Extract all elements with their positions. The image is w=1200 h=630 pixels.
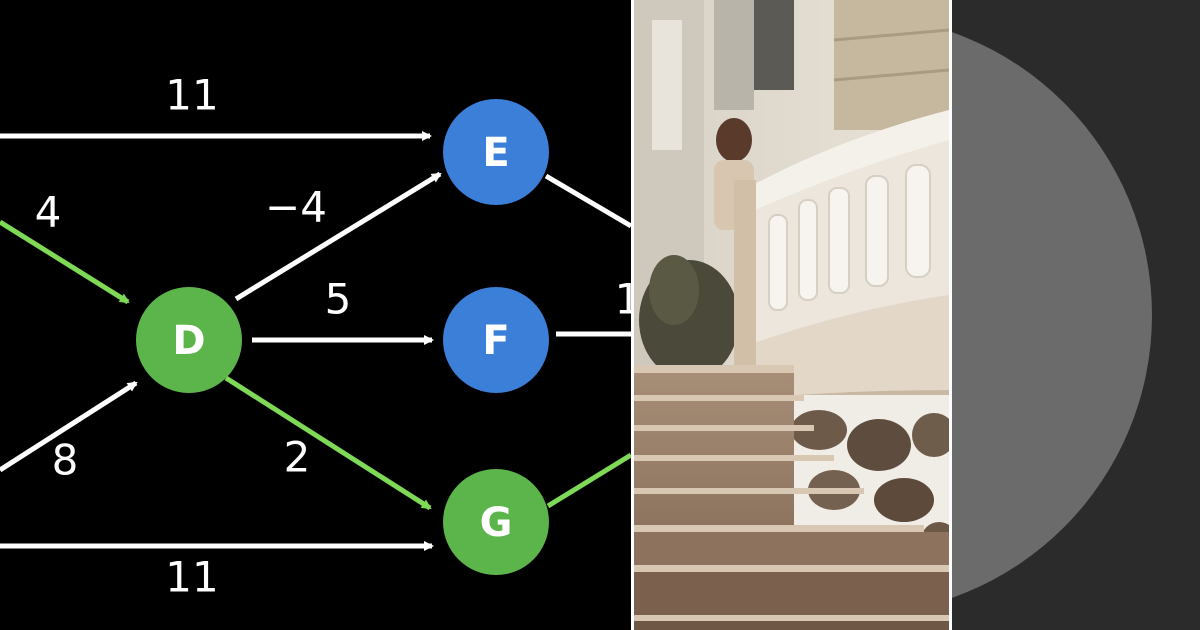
edge-g-out — [546, 452, 631, 509]
edge-label-d-e: −4 — [265, 183, 327, 232]
edge-in-d-top — [0, 219, 130, 305]
edge-label-d-g: 2 — [284, 433, 311, 482]
edge-d-g — [224, 375, 432, 511]
node-label-d: D — [172, 318, 205, 364]
graph-diagram-panel: 11 4 8 −4 5 2 11 1 E D — [0, 0, 631, 630]
edge-label-d-f: 5 — [325, 275, 352, 324]
edge-e-out — [544, 173, 631, 229]
node-g: G — [443, 469, 549, 575]
node-f: F — [443, 287, 549, 393]
graph-diagram: 11 4 8 −4 5 2 11 1 E D — [0, 71, 631, 602]
staircase-photo — [634, 0, 949, 630]
edge-label-in-d-top: 4 — [35, 188, 62, 237]
node-e: E — [443, 99, 549, 205]
edge-label-in-d-bottom: 8 — [52, 436, 79, 485]
building-icon — [634, 0, 949, 630]
edge-d-e — [234, 171, 442, 302]
disc-icon — [952, 0, 1200, 630]
node-label-f: F — [482, 318, 509, 364]
edge-label-in-e: 11 — [165, 71, 218, 120]
disc-panel — [952, 0, 1200, 630]
node-label-e: E — [482, 130, 509, 176]
edge-label-f-out: 1 — [615, 275, 631, 324]
node-d: D — [136, 287, 242, 393]
edge-in-d-bottom — [0, 380, 138, 473]
staircase-icon — [634, 365, 949, 630]
node-label-g: G — [480, 500, 513, 546]
edge-label-in-g: 11 — [165, 553, 218, 602]
